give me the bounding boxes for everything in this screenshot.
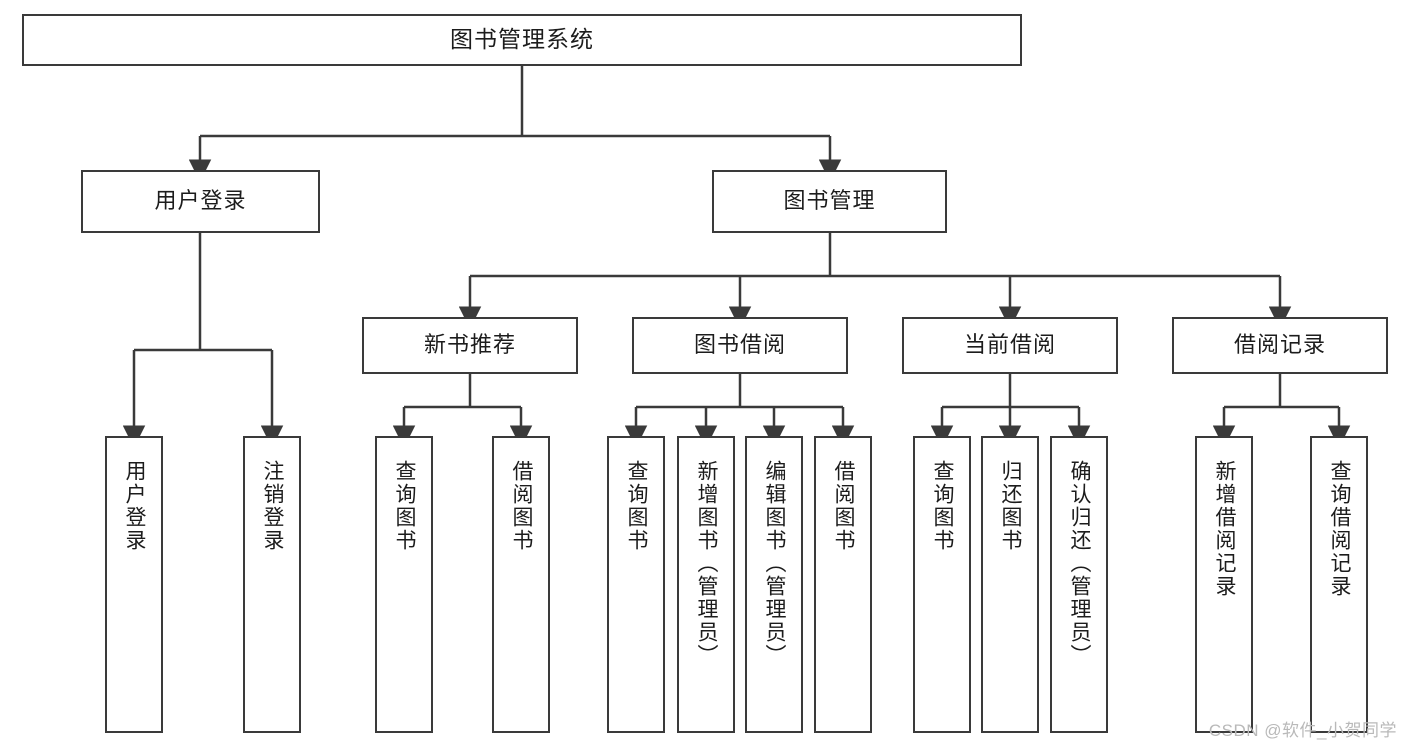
node-label: 用户登录	[123, 460, 147, 552]
node-label: 用户登录	[154, 188, 247, 214]
node-label: 编辑图书（管理员）	[763, 460, 787, 667]
leaf-current-return-book[interactable]: 归还图书	[981, 436, 1039, 733]
node-label: 查询图书	[931, 460, 955, 552]
node-book-borrow[interactable]: 图书借阅	[632, 317, 848, 374]
node-current-borrow[interactable]: 当前借阅	[902, 317, 1118, 374]
node-label: 归还图书	[999, 460, 1023, 552]
watermark-text: CSDN @软件_小贺同学	[1208, 721, 1397, 740]
node-label: 查询借阅记录	[1328, 460, 1352, 598]
node-book-management[interactable]: 图书管理	[712, 170, 947, 233]
node-label: 借阅图书	[832, 460, 856, 552]
leaf-borrow-add-book-admin[interactable]: 新增图书（管理员）	[677, 436, 735, 733]
leaf-current-confirm-return-admin[interactable]: 确认归还（管理员）	[1050, 436, 1108, 733]
node-label: 当前借阅	[963, 332, 1056, 358]
node-label: 新增借阅记录	[1213, 460, 1237, 598]
node-user-login[interactable]: 用户登录	[81, 170, 320, 233]
node-label: 图书管理系统	[450, 26, 594, 53]
node-label: 注销登录	[261, 460, 285, 552]
leaf-borrow-query-book[interactable]: 查询图书	[607, 436, 665, 733]
leaf-user-login-logout[interactable]: 注销登录	[243, 436, 301, 733]
leaf-borrow-edit-book-admin[interactable]: 编辑图书（管理员）	[745, 436, 803, 733]
node-label: 借阅记录	[1233, 332, 1326, 358]
node-label: 新增图书（管理员）	[695, 460, 719, 667]
node-label: 查询图书	[625, 460, 649, 552]
node-label: 查询图书	[393, 460, 417, 552]
leaf-records-query-record[interactable]: 查询借阅记录	[1310, 436, 1368, 733]
node-root-system[interactable]: 图书管理系统	[22, 14, 1022, 66]
node-label: 图书管理	[783, 188, 876, 214]
node-label: 确认归还（管理员）	[1068, 460, 1092, 667]
node-new-book-recommend[interactable]: 新书推荐	[362, 317, 578, 374]
leaf-recommend-query-book[interactable]: 查询图书	[375, 436, 433, 733]
leaf-current-query-book[interactable]: 查询图书	[913, 436, 971, 733]
leaf-user-login-login[interactable]: 用户登录	[105, 436, 163, 733]
leaf-borrow-borrow-book[interactable]: 借阅图书	[814, 436, 872, 733]
leaf-recommend-borrow-book[interactable]: 借阅图书	[492, 436, 550, 733]
leaf-records-add-record[interactable]: 新增借阅记录	[1195, 436, 1253, 733]
node-borrow-records[interactable]: 借阅记录	[1172, 317, 1388, 374]
node-label: 新书推荐	[423, 332, 516, 358]
node-label: 图书借阅	[693, 332, 786, 358]
node-label: 借阅图书	[510, 460, 534, 552]
